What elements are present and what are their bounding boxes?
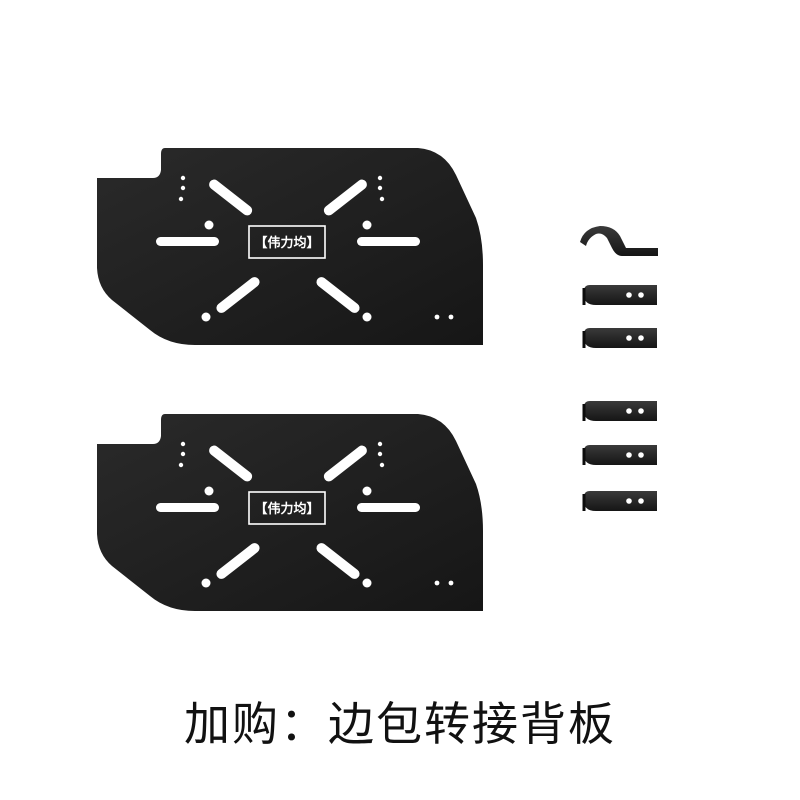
clip-1 bbox=[582, 285, 657, 305]
mounting-hook bbox=[580, 226, 658, 256]
clip-2 bbox=[582, 328, 657, 348]
adapter-plate-1: 【伟力均】 bbox=[96, 147, 484, 346]
clip-5 bbox=[582, 491, 657, 511]
adapter-plate-2: 【伟力均】 bbox=[96, 413, 484, 612]
plate-2-label: 【伟力均】 bbox=[254, 501, 319, 517]
clip-4 bbox=[582, 445, 657, 465]
plate-1-label: 【伟力均】 bbox=[254, 235, 319, 251]
clip-3 bbox=[582, 401, 657, 421]
mounting-clips bbox=[582, 285, 657, 511]
product-caption: 加购：边包转接背板 bbox=[184, 697, 616, 751]
